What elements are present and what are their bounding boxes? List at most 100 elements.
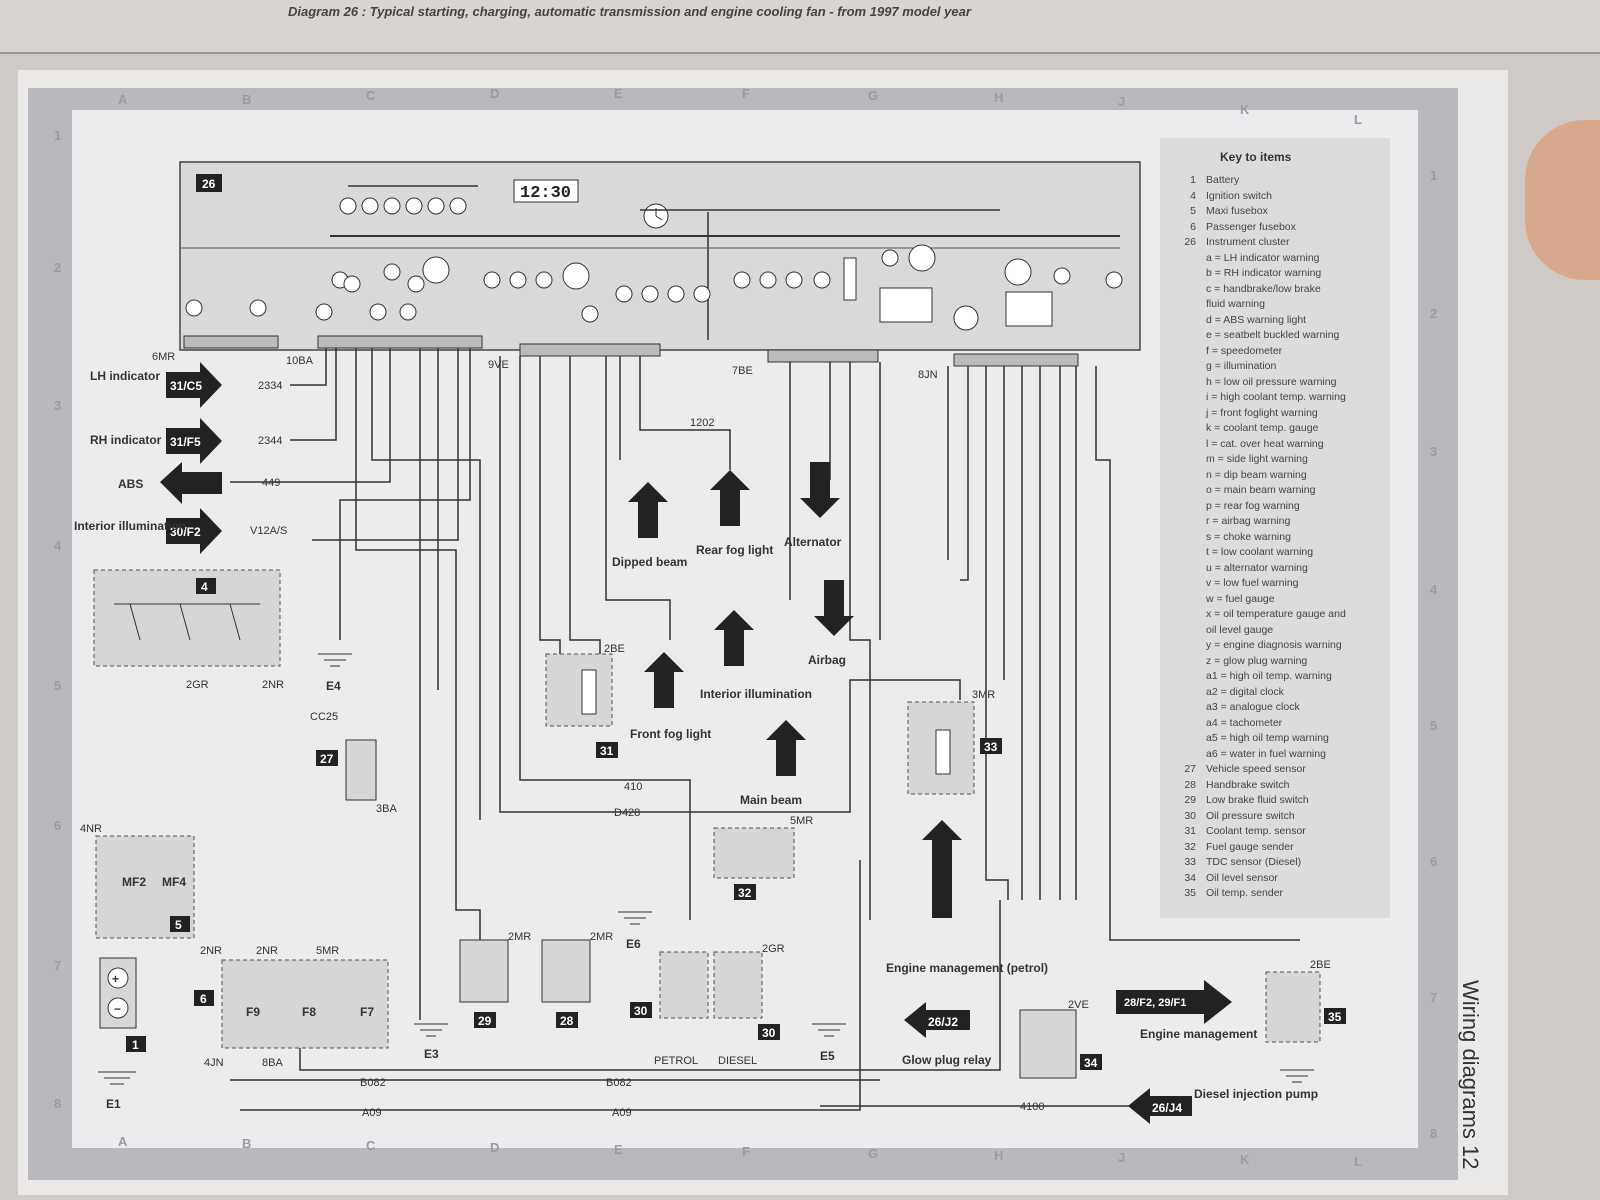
rh-indicator-ref: 31/F5 (170, 435, 201, 449)
key-item: s = choke warning (1170, 531, 1346, 547)
key-item: a1 = high oil temp. warning (1170, 670, 1346, 686)
key-item-number: 6 (1190, 220, 1196, 233)
key-item-text: b = RH indicator warning (1206, 267, 1322, 279)
key-item-number: 30 (1184, 809, 1196, 822)
wire-449: 449 (262, 477, 280, 489)
grid-col-j-bottom: J (1118, 1150, 1125, 1165)
key-item: l = cat. over heat warning (1170, 438, 1346, 454)
wire-cc25: CC25 (310, 711, 338, 723)
key-item-text: a5 = high oil temp warning (1206, 732, 1329, 744)
key-item-text: s = choke warning (1206, 530, 1291, 543)
key-item-number (1170, 624, 1196, 640)
label-petrol: PETROL (654, 1055, 698, 1067)
key-item-number: 31 (1184, 825, 1196, 837)
key-item-text: Oil temp. sender (1206, 887, 1284, 899)
key-item-text: Passenger fusebox (1206, 220, 1296, 233)
key-item-text: r = airbag warning (1206, 515, 1291, 527)
wire-v12as: V12A/S (250, 525, 287, 537)
key-item-number (1170, 701, 1196, 717)
engine-mgmt-petrol-label: Engine management (petrol) (886, 961, 1048, 975)
dipped-beam-label: Dipped beam (612, 555, 687, 569)
key-item-text: t = low coolant warning (1206, 546, 1314, 558)
cluster-id: 26 (202, 177, 216, 191)
key-item: j = front foglight warning (1170, 407, 1346, 423)
key-item-text: u = alternator warning (1206, 561, 1308, 574)
grid-col-a: A (118, 92, 128, 107)
key-item-text: Oil pressure switch (1206, 809, 1295, 822)
key-item: f = speedometer (1170, 345, 1346, 361)
item-28-badge: 28 (560, 1014, 574, 1028)
grid-col-k-bottom: K (1240, 1152, 1250, 1167)
digital-clock-display (513, 179, 579, 203)
grid-row-4: 4 (54, 538, 62, 553)
key-item-number (1170, 670, 1196, 686)
key-item: a5 = high oil temp warning (1170, 732, 1346, 748)
key-item: y = engine diagnosis warning (1170, 639, 1346, 655)
key-item: t = low coolant warning (1170, 546, 1346, 562)
key-title: Key to items (1220, 150, 1292, 164)
grid-row-6-right: 6 (1430, 854, 1437, 869)
key-item-number: 1 (1190, 174, 1196, 186)
grid-row-7: 7 (54, 958, 61, 973)
key-item-number (1170, 732, 1196, 748)
key-item: u = alternator warning (1170, 562, 1346, 578)
conn-2nr-a: 2NR (200, 945, 222, 957)
key-item-number: 34 (1184, 871, 1196, 884)
maxi-fusebox: 4NR MF2 MF4 5 (80, 823, 195, 939)
key-item-number (1170, 422, 1196, 438)
oil-pressure-switch-petrol: 30 PETROL (630, 951, 709, 1067)
conn-4nr: 4NR (80, 823, 102, 835)
conn-6mr: 6MR (152, 351, 175, 363)
grid-col-e-bottom: E (614, 1142, 623, 1157)
key-item: m = side light warning (1170, 453, 1346, 469)
grid-row-3-right: 3 (1430, 444, 1437, 459)
glow-plug-label: Glow plug relay (902, 1053, 992, 1067)
warning-lamps (185, 244, 1123, 331)
conn-2ve: 2VE (1068, 999, 1089, 1011)
main-beam-arrow: Main beam (740, 720, 806, 807)
wire-numbers: 2334 2344 449 V12A/S 1202 410 D428 CC25 … (250, 380, 1044, 1119)
key-item-number (1170, 376, 1196, 392)
grid-col-c-bottom: C (366, 1138, 376, 1153)
interior-label: Interior illumination (74, 519, 186, 533)
key-item-number (1170, 686, 1196, 702)
key-item-number (1170, 469, 1196, 485)
key-item: g = illumination (1170, 360, 1346, 376)
key-item-number (1170, 283, 1196, 299)
key-item: n = dip beam warning (1170, 469, 1346, 485)
key-item-text: l = cat. over heat warning (1206, 437, 1324, 450)
passenger-fusebox: 6 F9 F8 F7 2NR 2NR 5MR 4JN 8BA (194, 945, 389, 1069)
grid-row-5: 5 (54, 678, 61, 693)
key-item: 6 Passenger fusebox (1170, 221, 1346, 237)
key-item-text: g = illumination (1206, 360, 1277, 372)
earth-e4: E4 (326, 679, 341, 693)
vehicle-speed-sensor: 27 3BA (316, 739, 397, 815)
key-item-text: j = front foglight warning (1206, 406, 1318, 419)
key-item-text: Coolant temp. sensor (1206, 825, 1306, 837)
key-item-number (1170, 407, 1196, 423)
grid-row-numbers: 1 2 3 4 5 6 7 8 1 2 3 4 5 6 7 8 (54, 128, 1438, 1141)
fuse-mf4: MF4 (162, 875, 186, 889)
key-item-number (1170, 717, 1196, 733)
key-item-number (1170, 484, 1196, 500)
label-diesel: DIESEL (718, 1055, 757, 1067)
ignition-switch: 4 2GR 2NR (93, 569, 284, 691)
grid-row-8-right: 8 (1430, 1126, 1437, 1141)
key-item: a = LH indicator warning (1170, 252, 1346, 268)
grid-row-3: 3 (54, 398, 61, 413)
grid-col-g-bottom: G (868, 1146, 878, 1161)
grid-col-g: G (868, 88, 878, 103)
key-item-text: fluid warning (1206, 298, 1265, 310)
fuse-f9: F9 (246, 1005, 260, 1019)
key-item-number (1170, 546, 1196, 562)
grid-column-letters-top: A B C D E F G H J K L (118, 86, 1362, 127)
key-item-text: a6 = water in fuel warning (1206, 747, 1326, 760)
key-item-number (1170, 298, 1196, 314)
item-30-diesel-badge: 30 (762, 1026, 776, 1040)
key-item-number: 26 (1184, 236, 1196, 248)
grid-col-e: E (614, 86, 623, 101)
